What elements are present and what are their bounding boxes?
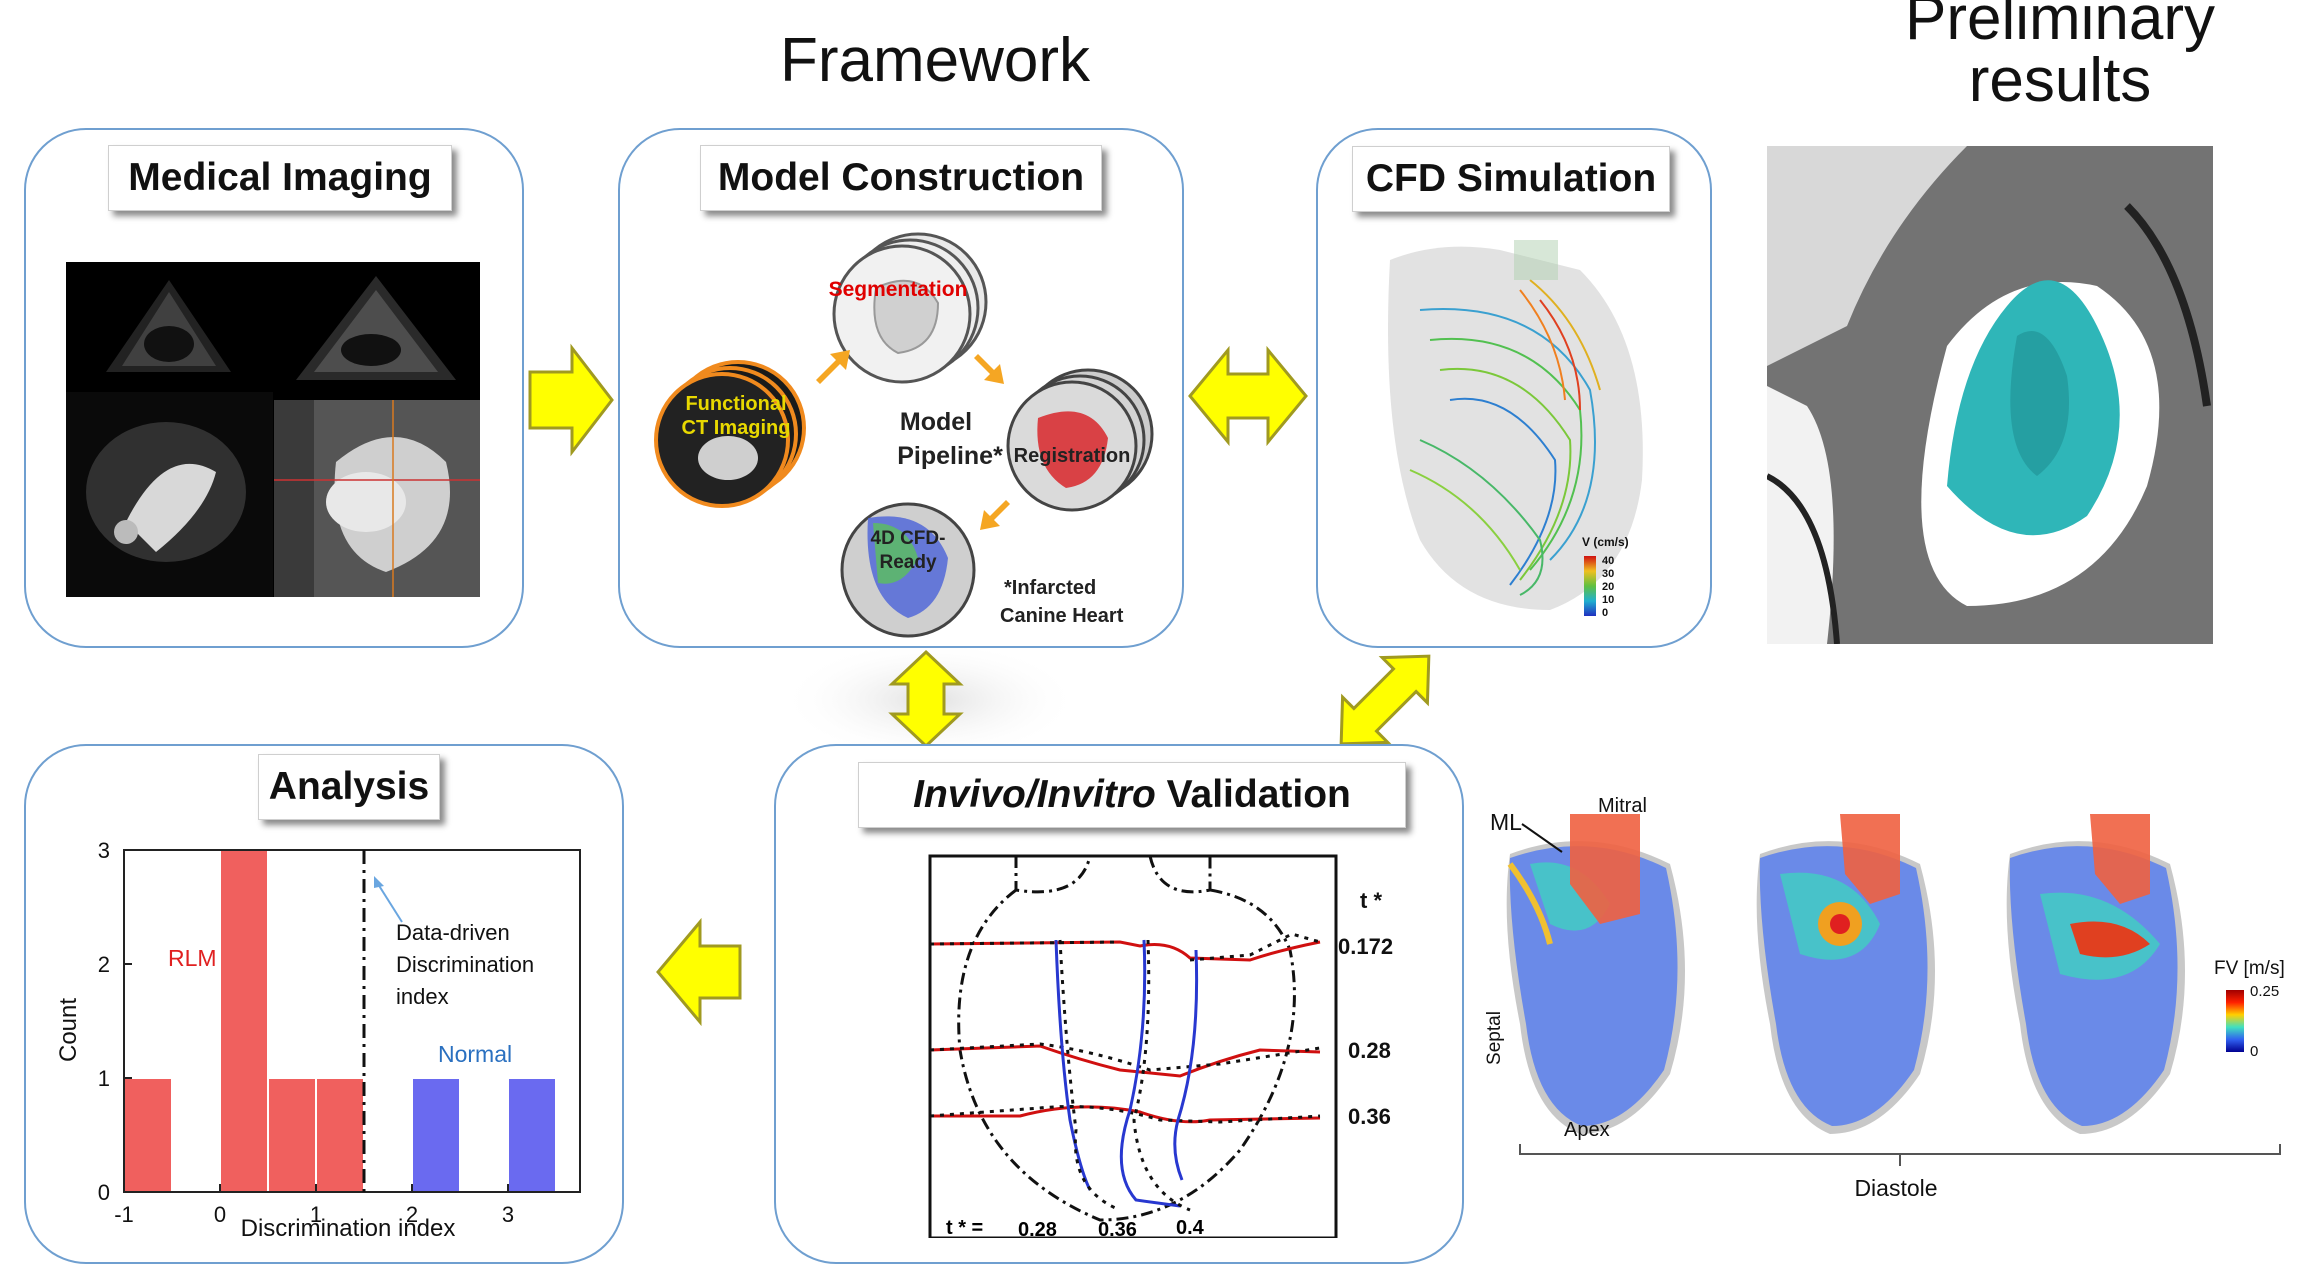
ct-scan-right [274, 400, 480, 597]
functional-ct-label-1: Functional [685, 393, 786, 415]
cfd-colorbar: V (cm/s) 40 30 20 10 0 [1582, 535, 1629, 619]
cfd-tick-10: 10 [1602, 594, 1614, 606]
validation-bottom-label: t * = [946, 1217, 984, 1239]
fv-colorbar [2226, 990, 2244, 1052]
y-tick-label: 0 [98, 1180, 110, 1205]
diastole-heart-3 [2006, 814, 2185, 1134]
validation-label-rest: Validation [1155, 773, 1351, 816]
model-pipeline-diagram: Segmentation Functional CT Imaging Regis… [654, 232, 1154, 638]
diastole-heart-2 [1756, 814, 1935, 1134]
plot-frame [123, 849, 581, 1193]
septal-label: Septal [1484, 1011, 1505, 1065]
cfd-ready-label-1: 4D CFD- [871, 528, 946, 549]
cfd-tick-20: 20 [1602, 581, 1614, 593]
functional-ct-label-2: CT Imaging [682, 417, 791, 439]
pipeline-label-2: Pipeline* [897, 442, 1003, 470]
pipeline-arrow-2-icon [974, 354, 1004, 384]
echo-scan-right [296, 276, 456, 380]
preliminary-line-2: results [1968, 46, 2152, 115]
x-tick-label: -1 [114, 1202, 134, 1227]
t-value-3: 0.36 [1348, 1104, 1391, 1129]
mitral-label: Mitral [1598, 795, 1647, 817]
validation-flow-plot: t * 0.172 0.28 0.36 [928, 854, 1393, 1238]
histogram-bar [123, 1077, 173, 1193]
preliminary-results-title: Preliminary results [1820, 0, 2300, 112]
cfd-ready-label-2: Ready [879, 552, 936, 573]
x-tick-label: 1 [310, 1202, 322, 1227]
fv-colorbar-max: 0.25 [2250, 983, 2279, 1000]
histogram-bar [219, 849, 269, 1193]
pipeline-arrow-1-icon [816, 350, 850, 384]
double-arrow-diagonal-icon [1339, 654, 1431, 746]
preliminary-line-1: Preliminary [1904, 0, 2216, 53]
t-header: t * [1360, 888, 1382, 913]
cfd-colorbar-title: V (cm/s) [1582, 535, 1629, 549]
y-tick-label: 3 [98, 838, 110, 863]
cfd-streamlines [1388, 240, 1643, 610]
annotation-pointer-head-icon [374, 876, 384, 888]
annotation-line-3: index [396, 984, 449, 1009]
cfd-simulation-label: CFD Simulation [1352, 146, 1670, 212]
chart-ylabel: Count [55, 998, 82, 1062]
validation-bottom-value-3: 0.4 [1176, 1217, 1204, 1239]
medical-imaging-scans [66, 262, 480, 597]
histogram-bar [267, 1077, 317, 1193]
x-tick-label: 3 [502, 1202, 514, 1227]
fv-colorbar-min: 0 [2250, 1043, 2258, 1060]
functional-ct-stack [654, 360, 806, 508]
registration-label: Registration [1014, 445, 1131, 467]
y-tick-label: 1 [98, 1066, 110, 1091]
pipeline-arrow-3-icon [980, 500, 1010, 530]
validation-panel [774, 744, 1464, 1264]
chart-xlabel: Discrimination index [241, 1215, 456, 1238]
registration-stack [1006, 368, 1154, 512]
double-arrow-horizontal-icon [1188, 345, 1308, 447]
t-value-1: 0.172 [1338, 934, 1393, 959]
validation-label-italic: Invivo/Invitro [913, 773, 1156, 816]
cfd-tick-40: 40 [1602, 555, 1614, 567]
ml-pointer [1521, 823, 1563, 853]
diastole-bracket [1519, 1144, 2281, 1166]
pipeline-label-1: Model [900, 408, 972, 436]
x-tick-label: 0 [214, 1202, 226, 1227]
medical-imaging-label: Medical Imaging [108, 145, 452, 211]
diastole-figure: FV [m/s] 0.25 0 ML Mitral Septal Apex Di… [1476, 795, 2312, 1201]
cfd-tick-30: 30 [1602, 568, 1614, 580]
diastole-label: Diastole [1854, 1175, 1937, 1201]
histogram-bar [411, 1077, 461, 1193]
model-construction-label: Model Construction [700, 145, 1102, 211]
infarcted-footnote-1: *Infarcted [1004, 577, 1096, 599]
diastole-heart-1 [1506, 814, 1685, 1134]
ct-scan-left [66, 392, 273, 597]
validation-bottom-value-2: 0.36 [1098, 1219, 1137, 1241]
legend-normal: Normal [438, 1041, 512, 1067]
t-value-2: 0.28 [1348, 1038, 1391, 1063]
cfd-ready-disc [840, 502, 976, 638]
arrow-left-icon [656, 917, 742, 1027]
echo-scan-left [106, 280, 231, 372]
segmentation-label: Segmentation [829, 278, 968, 301]
preliminary-mri-image [1767, 146, 2213, 644]
annotation-line-2: Discrimination [396, 952, 534, 977]
analysis-label: Analysis [258, 754, 440, 820]
x-tick-label: 2 [406, 1202, 418, 1227]
y-tick-label: 2 [98, 952, 110, 977]
framework-title: Framework [779, 26, 1091, 95]
apex-label: Apex [1564, 1119, 1610, 1141]
cfd-tick-0: 0 [1602, 607, 1608, 619]
annotation-line-1: Data-driven [396, 920, 510, 945]
legend-rlm: RLM [168, 945, 217, 971]
histogram-bar [315, 1077, 365, 1193]
ml-label: ML [1490, 809, 1522, 835]
annotation-pointer [377, 883, 403, 923]
segmentation-stack [832, 232, 988, 384]
arrow-right-icon [528, 343, 614, 457]
validation-label: Invivo/Invitro Validation [858, 762, 1406, 828]
infarcted-footnote-2: Canine Heart [1000, 605, 1124, 627]
validation-bottom-value-1: 0.28 [1018, 1219, 1057, 1241]
histogram-bar [507, 1077, 557, 1193]
fv-colorbar-title: FV [m/s] [2214, 958, 2285, 979]
arrows-layer [528, 343, 1431, 1027]
